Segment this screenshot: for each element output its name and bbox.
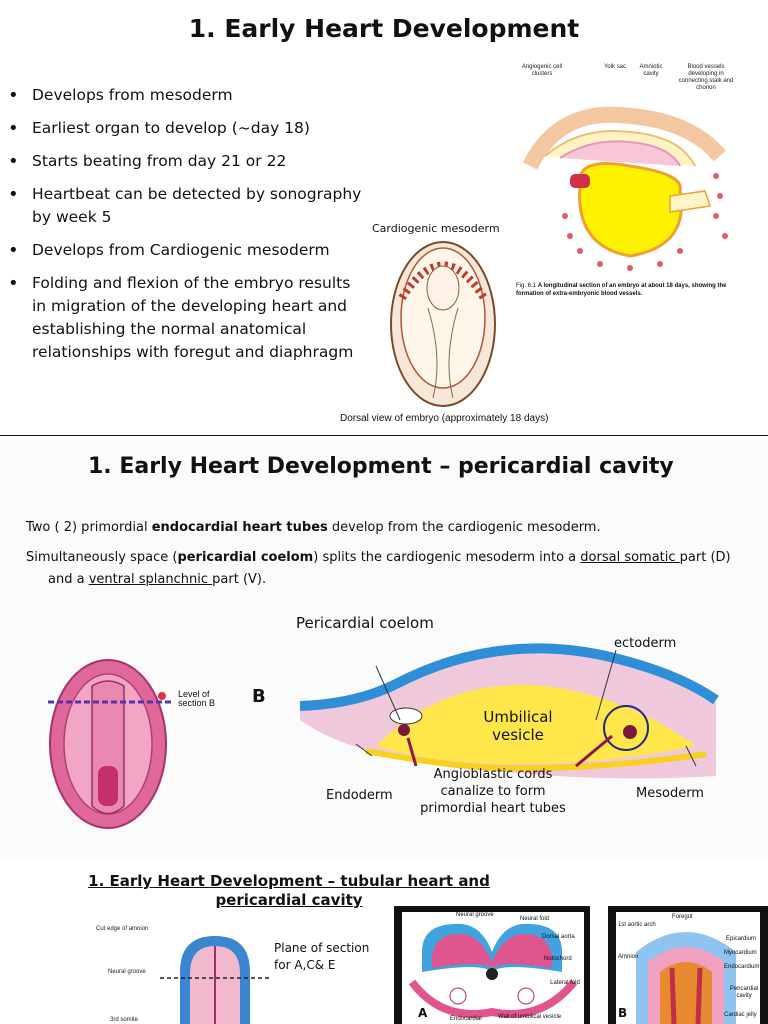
bullet-item: Starts beating from day 21 or 22 [6, 150, 366, 173]
panel-b-aortic-arch-label: 1st aortic arch [618, 922, 656, 928]
slide-3: 1. Early Heart Development – tubular hea… [0, 862, 768, 1024]
cardiogenic-mesoderm-label: Cardiogenic mesoderm [372, 222, 500, 235]
text-run: ) splits the cardiogenic mesoderm into a [313, 550, 581, 565]
endoderm-label: Endoderm [326, 788, 393, 803]
fig-caption-number: Fig. 6.1 [516, 283, 537, 289]
panel-a-wall-label: Wall of umbilical vesicle [498, 1014, 562, 1020]
text-run: part (V). [212, 572, 267, 587]
panel-b: Foregut 1st aortic arch Amnion Epicardiu… [608, 906, 768, 1024]
angioblastic-cords-label: Angioblastic cords canalize to form prim… [420, 767, 566, 816]
fig-caption-text: A longitudinal section of an embryo at a… [516, 283, 727, 297]
bullet-item: Develops from Cardiogenic mesoderm [6, 239, 366, 262]
slide-2-title: 1. Early Heart Development – pericardial… [88, 454, 674, 479]
slide-2-line-3: and a ventral splanchnic part (V). [48, 572, 266, 587]
slide-2-line-1: Two ( 2) primordial endocardial heart tu… [26, 520, 601, 535]
panel-a: Neural groove Neural fold Dorsal aorta N… [394, 906, 590, 1024]
panel-letter-b-small: B [618, 1006, 628, 1020]
panel-a-notochord-label: Notochord [544, 956, 572, 962]
bullet-item: Folding and flexion of the embryo result… [6, 272, 366, 364]
slide-1: 1. Early Heart Development Develops from… [0, 0, 768, 437]
panel-b-cardiac-jelly-label: Cardiac jelly [724, 1012, 757, 1018]
text-run-underlined: dorsal somatic [580, 550, 680, 565]
ectoderm-label: ectoderm [614, 636, 677, 651]
panel-b-myocardium-label: Myocardium [724, 950, 757, 956]
slide-divider [0, 435, 768, 436]
pericardial-coelom-label: Pericardial coelom [296, 614, 434, 632]
slide-1-title: 1. Early Heart Development [188, 14, 580, 43]
slide-3-title: 1. Early Heart Development – tubular hea… [88, 872, 490, 909]
panel-b-amnion-label: Amnion [618, 954, 639, 960]
bullet-item: Develops from mesoderm [6, 84, 366, 107]
text-run-bold: endocardial heart tubes [151, 520, 328, 535]
embryo-caption: Dorsal view of embryo (approximately 18 … [340, 413, 549, 424]
slide-2-line-2: Simultaneously space (pericardial coelom… [26, 550, 731, 565]
text-run: Two ( 2) primordial [26, 520, 152, 535]
text-run: Simultaneously space ( [26, 550, 178, 565]
plane-of-section-label: Plane of section for A,C& E [274, 941, 370, 972]
panel-b-pericardial-cavity-label: Pericardial cavity [729, 986, 759, 999]
longitudinal-section-illustration [522, 106, 728, 271]
panel-a-lateral-fold-label: Lateral fold [550, 980, 580, 986]
slide-2: 1. Early Heart Development – pericardial… [0, 440, 768, 860]
text-run: and a [48, 572, 89, 587]
text-run: part (D) [679, 550, 731, 565]
fig-label-blood-vessels: Blood vessels developing in connecting s… [678, 64, 734, 91]
panel-b-epicardium-label: Epicardium [726, 936, 757, 942]
mesoderm-label: Mesoderm [636, 786, 704, 801]
panel-a-illustration [402, 912, 584, 1024]
bullet-item: Earliest organ to develop (~day 18) [6, 117, 366, 140]
slide-1-bullet-list: Develops from mesoderm Earliest organ to… [6, 84, 366, 374]
neural-groove-label: Neural groove [108, 969, 146, 975]
fig-label-amniotic-cavity: Amniotic cavity [639, 64, 663, 77]
cut-edge-amnion-label: Cut edge of amnion [96, 926, 149, 932]
umbilical-vesicle-label: Umbilical vesicle [483, 708, 553, 744]
text-run-underlined: ventral splanchnic [88, 572, 213, 587]
panel-a-endocardial-label: Endocardial [450, 1016, 482, 1022]
panel-a-neural-groove-label: Neural groove [456, 912, 494, 918]
embryo-section-level-illustration [48, 659, 172, 829]
fig-label-yolk-sac: Yolk sac [603, 64, 627, 70]
third-somite-label: 3rd somite [110, 1017, 139, 1023]
fig-caption: Fig. 6.1 A longitudinal section of an em… [516, 282, 736, 298]
level-of-section-label: Level of section B [178, 689, 216, 708]
panel-a-neural-fold-label: Neural fold [520, 916, 550, 922]
panel-b-illustration [616, 912, 760, 1024]
text-run-bold: pericardial coelom [177, 550, 314, 565]
panel-b-endocardium-label: Endocardium [724, 964, 760, 970]
embryo-dorsal-view-illustration [390, 241, 496, 407]
embryo-dorsal-tubular-illustration [160, 936, 270, 1024]
panel-letter-a: A [418, 1006, 428, 1020]
pericardial-coelom-cross-section-illustration [299, 643, 719, 779]
panel-b-foregut-label: Foregut [672, 914, 693, 920]
panel-letter-b: B [252, 686, 266, 707]
panel-a-dorsal-aorta-label: Dorsal aorta [542, 934, 575, 940]
bullet-item: Heartbeat can be detected by sonography … [6, 183, 366, 229]
fig-label-angiogenic: Angiogenic cell clusters [521, 64, 563, 77]
text-run: develop from the cardiogenic mesoderm. [327, 520, 601, 535]
